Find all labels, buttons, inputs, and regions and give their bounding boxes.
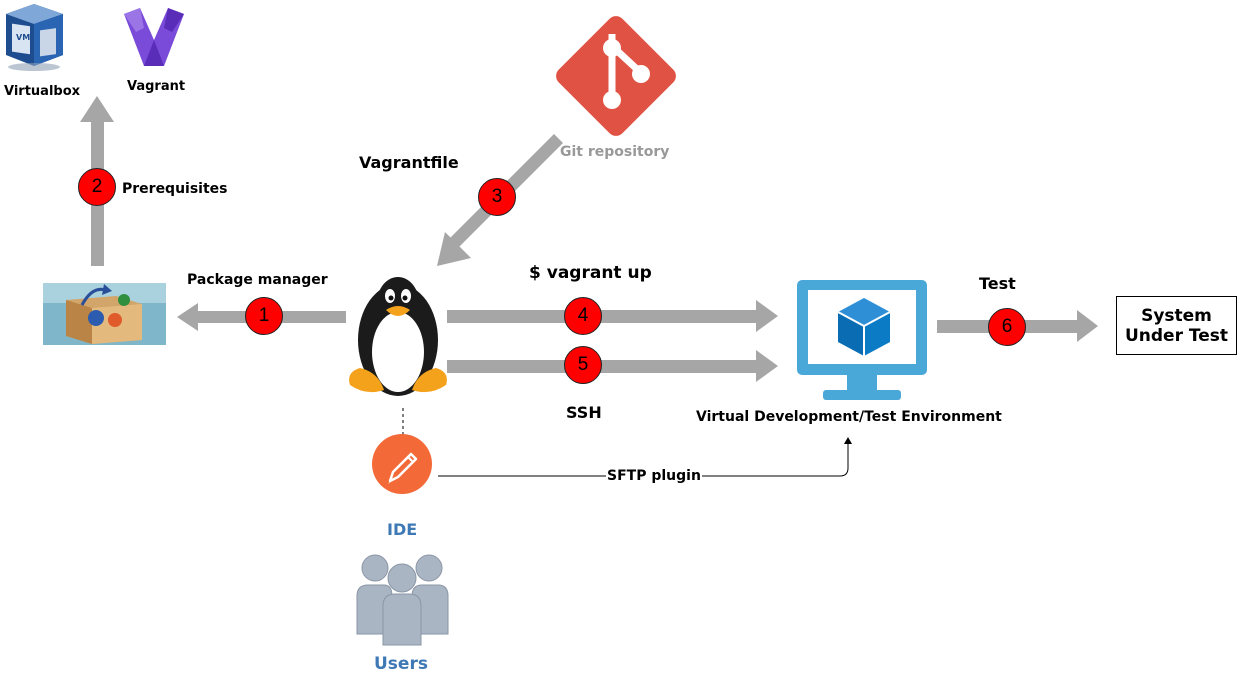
git-icon bbox=[556, 16, 676, 136]
package-manager-label: Package manager bbox=[187, 272, 328, 288]
system-under-test-box: System Under Test bbox=[1116, 296, 1237, 355]
test-label: Test bbox=[979, 274, 1016, 293]
system-under-test-line2: Under Test bbox=[1124, 325, 1229, 346]
package-box-icon bbox=[43, 283, 166, 345]
virtualbox-label: Virtualbox bbox=[4, 84, 81, 99]
sftp-plugin-label: SFTP plugin bbox=[606, 468, 702, 484]
prerequisites-label: Prerequisites bbox=[122, 181, 228, 197]
step-4-badge: 4 bbox=[564, 297, 602, 335]
svg-text:VM: VM bbox=[16, 33, 30, 42]
arrow-vagrant-up bbox=[447, 300, 778, 332]
vagrant-up-label: $ vagrant up bbox=[529, 263, 652, 283]
virtualbox-icon: VM bbox=[6, 4, 63, 71]
git-repository-label: Git repository bbox=[560, 144, 670, 160]
tux-penguin-icon bbox=[349, 277, 447, 396]
monitor-cube-icon bbox=[797, 280, 927, 400]
vagrant-label: Vagrant bbox=[127, 79, 186, 94]
system-under-test-line1: System bbox=[1141, 305, 1212, 326]
sftp-connector bbox=[438, 437, 852, 477]
pencil-icon bbox=[372, 434, 432, 494]
vagrantfile-label: Vagrantfile bbox=[359, 153, 459, 172]
step-6-badge: 6 bbox=[988, 308, 1026, 346]
arrow-ssh bbox=[447, 350, 778, 382]
vagrant-icon bbox=[124, 8, 184, 66]
users-group-icon bbox=[356, 554, 449, 646]
users-label: Users bbox=[374, 654, 428, 674]
step-2-badge: 2 bbox=[78, 168, 116, 206]
ide-label: IDE bbox=[387, 520, 418, 539]
virtual-environment-label: Virtual Development/Test Environment bbox=[696, 409, 1002, 425]
step-3-badge: 3 bbox=[478, 178, 516, 216]
ssh-label: SSH bbox=[566, 403, 602, 422]
step-1-badge: 1 bbox=[245, 297, 283, 335]
step-5-badge: 5 bbox=[564, 346, 602, 384]
